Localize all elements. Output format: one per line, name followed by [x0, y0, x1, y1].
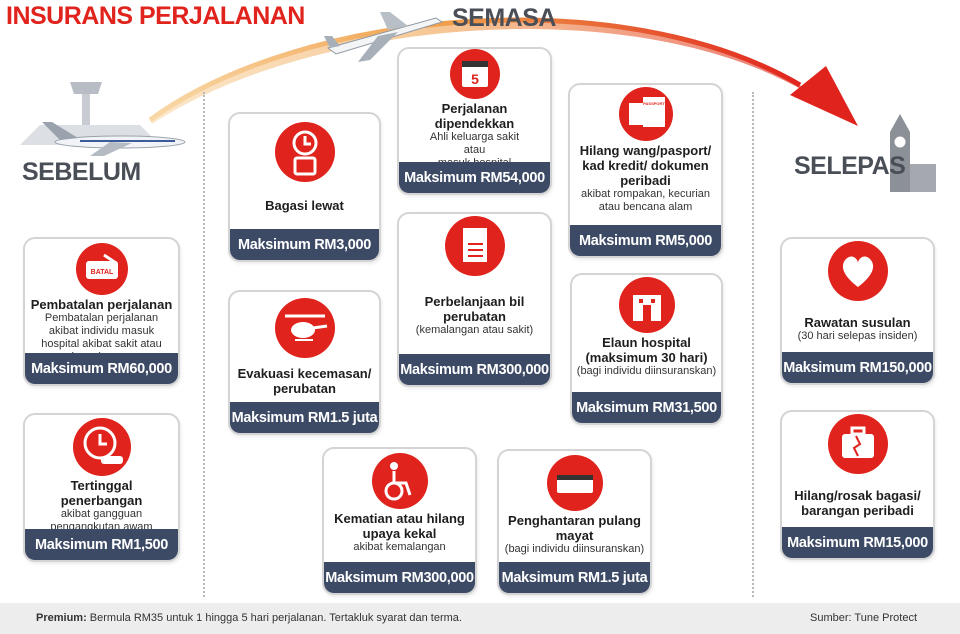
passport-money-icon: PASSPORT [618, 87, 673, 141]
card-bagasi-rosak: Hilang/rosak bagasi/ barangan peribadi M… [780, 410, 935, 560]
coffin-icon [546, 455, 603, 511]
card-title: Kematian atau hilang upaya kekal [334, 511, 465, 541]
alarm-car-icon [72, 418, 131, 476]
card-title: Hilang wang/pasport/ kad kredit/ dokumen… [579, 143, 712, 188]
card-desc: (bagi individu diinsuranskan) [576, 365, 717, 377]
card-rawatan: Rawatan susulan (30 hari selepas insiden… [780, 237, 935, 385]
card-evakuasi: Evakuasi kecemasan/ perubatan Maksimum R… [228, 290, 381, 435]
airplane-icon [42, 122, 186, 156]
max-amount: Maksimum RM15,000 [782, 527, 933, 558]
card-title: Penghantaran pulang mayat [508, 513, 641, 543]
arrow-head-icon [790, 66, 858, 126]
max-amount: Maksimum RM54,000 [399, 162, 550, 193]
page-title: INSURANS PERJALANAN [6, 2, 305, 30]
max-amount: Maksimum RM1,500 [25, 529, 178, 560]
max-amount: Maksimum RM150,000 [782, 352, 933, 383]
phase-after: SELEPAS [794, 152, 906, 180]
max-amount: Maksimum RM1.5 juta [230, 402, 379, 433]
ticket-label: BATAL [90, 269, 113, 276]
phase-during: SEMASA [452, 4, 556, 32]
max-amount: Maksimum RM300,000 [324, 562, 475, 593]
source-note: Sumber: Tune Protect [810, 612, 917, 624]
card-pulang-mayat: Penghantaran pulang mayat (bagi individu… [497, 449, 652, 595]
medical-bill-icon [444, 216, 505, 276]
ticket-icon: BATAL [75, 243, 128, 295]
card-title: Bagasi lewat [265, 198, 344, 213]
premium-text: Bermula RM35 untuk 1 hingga 5 hari perja… [86, 612, 462, 624]
airport-tower-icon [20, 82, 186, 156]
card-desc: (kemalangan atau sakit) [415, 324, 534, 336]
broken-luggage-icon [827, 414, 888, 474]
card-bagasi-lewat: Bagasi lewat Maksimum RM3,000 [228, 112, 381, 262]
card-desc: akibat kemalangan [353, 541, 446, 553]
max-amount: Maksimum RM1.5 juta [499, 562, 650, 593]
passport-label: PASSPORT [643, 101, 665, 106]
card-kematian: Kematian atau hilang upaya kekal akibat … [322, 447, 477, 595]
card-title: Rawatan susulan [804, 315, 911, 330]
card-dipendekkan: 5 Perjalanan dipendekkan Ahli keluarga s… [397, 47, 552, 195]
card-tertinggal: Tertinggal penerbangan akibat gangguan p… [23, 413, 180, 562]
max-amount: Maksimum RM3,000 [230, 229, 379, 260]
max-amount: Maksimum RM5,000 [570, 225, 721, 256]
card-hilang-wang: PASSPORT Hilang wang/pasport/ kad kredit… [568, 83, 723, 258]
card-elaun: Elaun hospital (maksimum 30 hari) (bagi … [570, 273, 723, 425]
clock-luggage-icon [274, 122, 335, 182]
max-amount: Maksimum RM31,500 [572, 392, 721, 423]
card-pembatalan: BATAL Pembatalan perjalanan Pembatalan p… [23, 237, 180, 386]
helicopter-icon [274, 298, 335, 358]
card-title: Evakuasi kecemasan/ perubatan [237, 366, 372, 396]
calendar-icon: 5 [449, 49, 500, 99]
max-amount: Maksimum RM300,000 [399, 354, 550, 385]
card-title: Perjalanan dipendekkan [434, 101, 515, 131]
heart-icon [827, 241, 888, 301]
max-amount: Maksimum RM60,000 [25, 353, 178, 384]
card-title: Tertinggal penerbangan [60, 478, 143, 508]
card-title: Hilang/rosak bagasi/ barangan peribadi [794, 488, 921, 518]
card-desc-2: atau [463, 144, 486, 156]
premium-note: Premium: Bermula RM35 untuk 1 hingga 5 h… [36, 612, 462, 624]
airplane-icon [324, 12, 444, 62]
calendar-day: 5 [471, 71, 479, 87]
card-desc: Pembatalan perjalanan akibat individu ma… [41, 312, 162, 363]
card-desc-1: Ahli keluarga sakit [429, 131, 520, 143]
big-ben-icon [890, 114, 936, 192]
premium-label: Premium: [36, 612, 87, 624]
card-desc: akibat rompakan, kecurian atau bencana a… [580, 188, 710, 213]
phase-before: SEBELUM [22, 158, 141, 186]
card-perubatan: Perbelanjaan bil perubatan (kemalangan a… [397, 212, 552, 387]
card-title: Pembatalan perjalanan [30, 297, 173, 312]
card-title: Elaun hospital (maksimum 30 hari) [585, 335, 708, 365]
card-desc: (bagi individu diinsuranskan) [504, 543, 645, 555]
footer: Premium: Bermula RM35 untuk 1 hingga 5 h… [0, 603, 960, 634]
card-desc: (30 hari selepas insiden) [797, 330, 918, 342]
card-title: Perbelanjaan bil perubatan [424, 294, 525, 324]
hospital-icon [618, 277, 675, 333]
wheelchair-icon [371, 453, 428, 509]
